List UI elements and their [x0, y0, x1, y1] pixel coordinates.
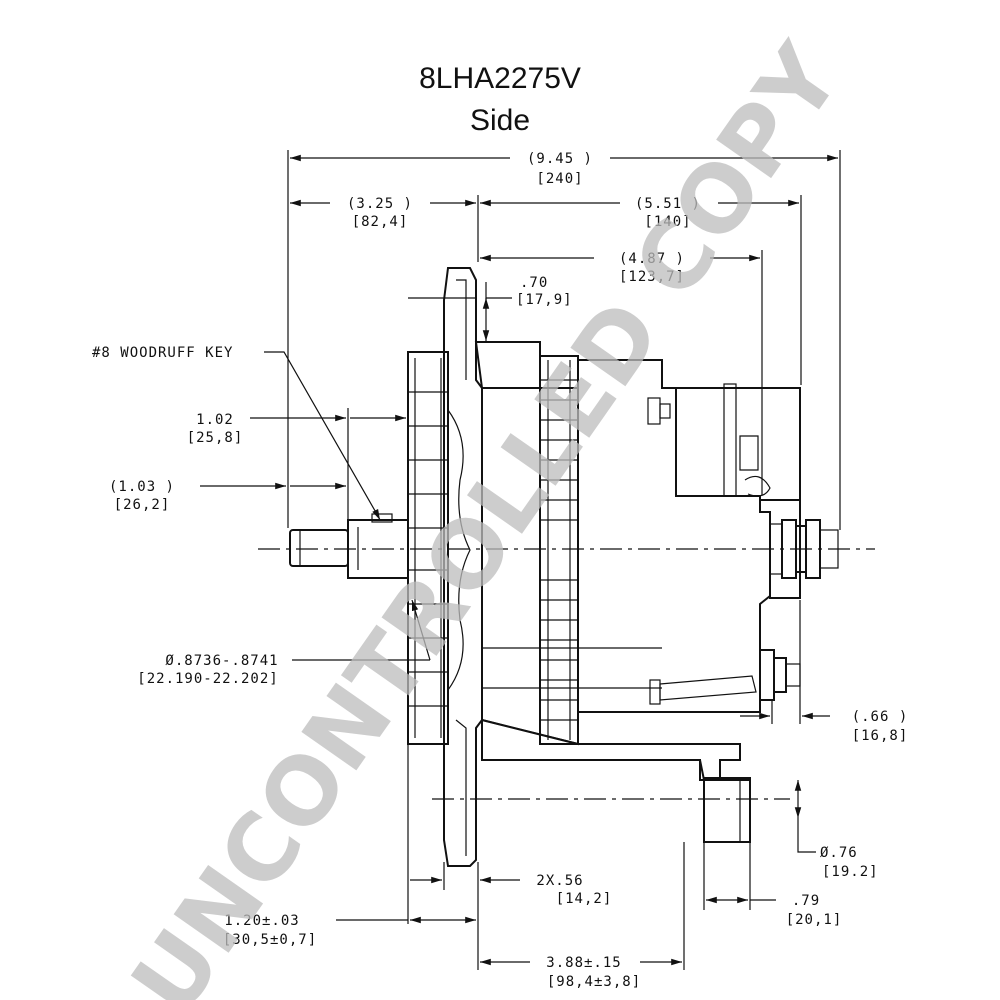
woodruff-key-leader: [264, 351, 379, 517]
battery-terminal: [769, 519, 839, 579]
fan: [407, 351, 449, 745]
woodruff-key-callout: #8 WOODRUFF KEY: [92, 345, 233, 361]
dim-terminal-offset-in: (.66 ): [852, 709, 909, 725]
dim-mount-spacing-in: 3.88±.15: [546, 955, 621, 971]
dim-shaft-to-fan-in: 1.02: [196, 412, 234, 428]
drawing-subtitle: Side: [470, 104, 530, 137]
dim-front-to-mount-mm: [82,4]: [352, 214, 409, 230]
slip-ring-end: [759, 499, 801, 599]
dim-ear-thickness-mm: [14,2]: [556, 891, 613, 907]
dim-fan-offset-in: 1.20±.03: [224, 913, 299, 929]
regulator: [675, 383, 801, 501]
dim-ear-offset-mm: [17,9]: [516, 292, 573, 308]
dimension-labels: (9.45 ) [240] (3.25 ) [82,4] (5.51 ) [14…: [92, 151, 909, 990]
dim-fan-offset-mm: [30,5±0,7]: [223, 932, 317, 948]
uncontrolled-copy-watermark: UNCONTROLLED COPY: [111, 25, 862, 1000]
drawing-title: 8LHA2275V: [419, 62, 581, 95]
dim-shaft-length-mm: [26,2]: [114, 497, 171, 513]
mount-boss: [703, 777, 751, 843]
stator: [539, 355, 579, 745]
through-bolt-top: [647, 397, 671, 425]
dim-bore-diameter-in: Ø.76: [820, 845, 858, 861]
dim-mount-to-housing-in: (4.87 ): [619, 251, 685, 267]
dim-overall-length-in: (9.45 ): [527, 151, 593, 167]
dim-mount-to-rear-mm: [140]: [644, 214, 691, 230]
woodruff-key: [371, 513, 393, 523]
dim-mount-spacing-mm: [98,4±3,8]: [547, 974, 641, 990]
dim-shaft-to-fan-mm: [25,8]: [187, 430, 244, 446]
drive-end-housing: [443, 267, 483, 867]
dim-shaft-diameter-in: Ø.8736-.8741: [165, 653, 278, 669]
dim-mount-to-housing-mm: [123,7]: [619, 269, 685, 285]
dim-mount-to-rear-in: (5.51 ): [635, 196, 701, 212]
dim-shaft-length-in: (1.03 ): [109, 479, 175, 495]
alternator-outline: [258, 267, 875, 867]
dim-terminal-offset-mm: [16,8]: [852, 728, 909, 744]
dim-overall-length-mm: [240]: [536, 171, 583, 187]
shaft: [289, 529, 349, 567]
dim-foot-width-mm: [20,1]: [786, 912, 843, 928]
dim-bore-diameter-mm: [19.2]: [822, 864, 879, 880]
dim-foot-width-in: .79: [792, 893, 820, 909]
aux-terminal: [649, 649, 801, 705]
dim-ear-thickness-in: 2X.56: [536, 873, 583, 889]
dim-front-to-mount-in: (3.25 ): [347, 196, 413, 212]
dim-shaft-diameter-mm: [22.190-22.202]: [137, 671, 278, 687]
dim-ear-offset-in: .70: [520, 275, 548, 291]
dimension-lines: [200, 150, 841, 970]
lower-mount-foot: [481, 718, 751, 843]
